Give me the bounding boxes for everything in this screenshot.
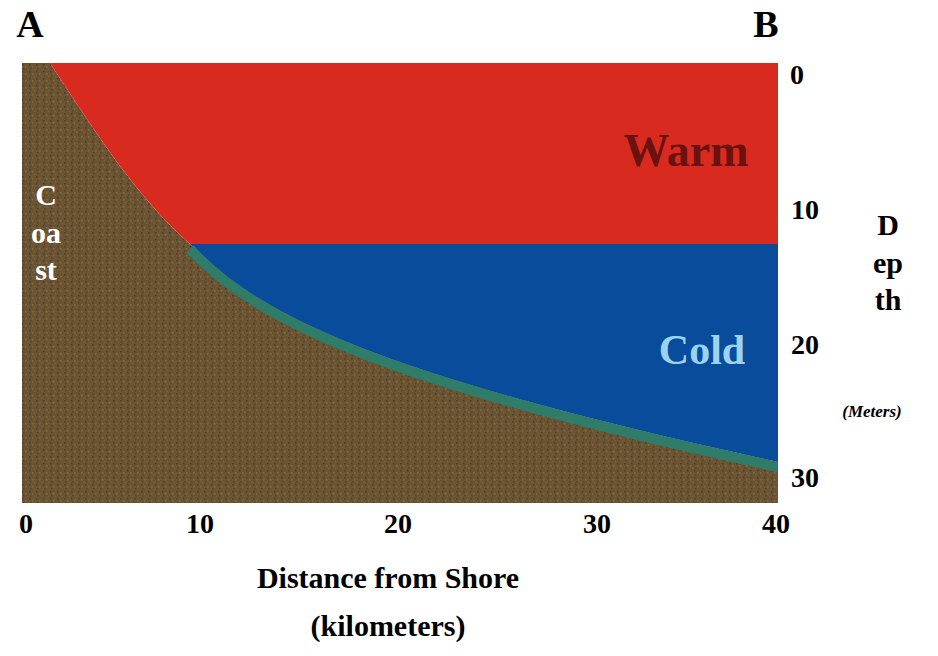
depth-tick: 30: [791, 462, 819, 494]
axis-title: Distance from Shore (kilometers): [228, 554, 548, 650]
depth-tick: 20: [791, 329, 819, 361]
distance-tick: 40: [762, 508, 790, 540]
cold-layer-fill: [190, 244, 778, 462]
depth-tick: 0: [790, 59, 804, 91]
region-label: Coast: [31, 176, 61, 289]
point-label: B: [753, 2, 778, 46]
region-label: Cold: [659, 326, 745, 374]
coast-land-fill: [22, 63, 778, 503]
depth-tick: 10: [791, 194, 819, 226]
cold-layer-fill: [190, 249, 778, 467]
warm-layer-fill: [50, 63, 778, 244]
distance-tick: 30: [583, 508, 611, 540]
coast-land-fill: [22, 63, 778, 503]
point-label: A: [16, 2, 43, 46]
axis-title: Depth: [873, 206, 903, 319]
axis-unit: (Meters): [842, 402, 901, 422]
distance-tick: 0: [19, 508, 33, 540]
region-label: Warm: [623, 124, 748, 177]
distance-tick: 20: [384, 508, 412, 540]
distance-tick: 10: [186, 508, 214, 540]
